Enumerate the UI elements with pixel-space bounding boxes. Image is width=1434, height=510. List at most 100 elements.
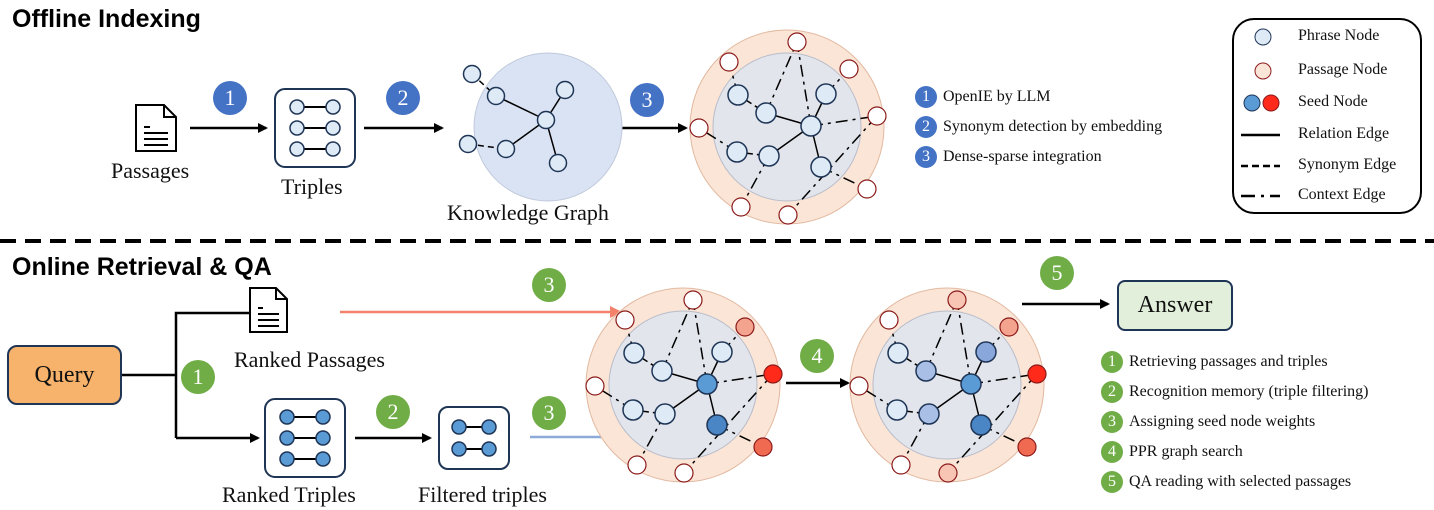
step-number-icon: 5	[1101, 471, 1123, 493]
phrase-node	[960, 373, 982, 395]
phrase-node	[886, 399, 908, 421]
seed-node-red-icon	[1262, 94, 1280, 112]
passage-node	[1017, 437, 1037, 457]
phrase-node	[800, 115, 822, 137]
phrase-node	[887, 342, 909, 364]
passage-node	[763, 364, 783, 384]
triple-node	[279, 451, 295, 467]
phrase-node	[727, 84, 749, 106]
phrase-node	[654, 403, 676, 425]
filtered-triples-icon	[438, 406, 510, 470]
legend-relation-edge: Relation Edge	[1298, 125, 1390, 142]
triple-node	[325, 99, 341, 115]
phrase-node	[462, 64, 482, 84]
step-number-icon: 2	[915, 116, 937, 138]
passage-node	[627, 455, 647, 475]
passage-node	[839, 59, 859, 79]
online-badge-1: 1	[181, 360, 215, 394]
hybrid-graph-seeded	[585, 287, 783, 483]
online-badge-3b: 3	[532, 396, 566, 430]
phrase-node-icon	[1254, 28, 1272, 46]
phrase-node	[915, 360, 937, 382]
step-text: OpenIE by LLM	[943, 88, 1051, 105]
passage-node	[674, 463, 694, 483]
triple-node	[451, 419, 467, 435]
passage-node	[719, 52, 739, 72]
online-badge-5: 5	[1040, 256, 1074, 290]
passage-node-icon	[1254, 62, 1272, 80]
triples-icon	[274, 88, 356, 168]
hybrid-graph-ppr	[849, 287, 1047, 483]
context-edge	[692, 299, 708, 385]
passage-node	[938, 463, 958, 483]
phrase-node	[726, 141, 748, 163]
legend-phrase-node: Phrase Node	[1298, 27, 1380, 44]
step-number-icon: 4	[1101, 441, 1123, 463]
passage-node	[857, 179, 877, 199]
offline-section-title: Offline Indexing	[12, 5, 201, 33]
triple-node	[315, 430, 331, 446]
passage-node	[585, 376, 605, 396]
step-badge-2: 2	[386, 81, 420, 115]
context-edge	[810, 115, 878, 127]
offline-step-2: 2 Synonym detection by embedding	[915, 116, 1162, 138]
legend-synonym-edge: Synonym Edge	[1298, 156, 1397, 173]
triples-label: Triples	[281, 174, 343, 199]
passage-node	[778, 205, 798, 225]
offline-step-1: 1 OpenIE by LLM	[915, 86, 1051, 108]
phrase-node	[548, 153, 568, 173]
online-step-4: 4 PPR graph search	[1101, 441, 1243, 463]
passage-node	[689, 118, 709, 138]
passage-node	[947, 290, 967, 310]
step-text: Synonym detection by embedding	[943, 118, 1163, 135]
knowledge-graph	[458, 52, 623, 202]
triple-node	[481, 441, 497, 457]
passage-node	[735, 317, 755, 337]
step-text: QA reading with selected passages	[1129, 473, 1352, 490]
triple-node	[289, 99, 305, 115]
triple-node	[279, 430, 295, 446]
step-text: Dense-sparse integration	[943, 148, 1102, 165]
passage-node	[891, 455, 911, 475]
passage-node	[999, 317, 1019, 337]
step-text: PPR graph search	[1129, 443, 1243, 460]
passage-node	[849, 376, 869, 396]
knowledge-graph-label: Knowledge Graph	[447, 200, 609, 225]
phrase-node	[623, 342, 645, 364]
query-box[interactable]: Query	[7, 345, 122, 405]
context-edge	[956, 299, 972, 385]
step-text: Recognition memory (triple filtering)	[1129, 383, 1369, 400]
context-edge	[787, 115, 878, 216]
step-badge-3: 3	[630, 83, 664, 117]
ranked-triples-icon	[264, 398, 346, 478]
passage-node	[753, 437, 773, 457]
legend-seed-node: Seed Node	[1298, 93, 1368, 110]
phrase-node	[555, 80, 575, 100]
step-number-icon: 1	[1101, 351, 1123, 373]
online-step-5: 5 QA reading with selected passages	[1101, 471, 1351, 493]
phrase-node	[486, 86, 506, 106]
passage-node	[731, 197, 751, 217]
legend	[1232, 18, 1422, 214]
hybrid-graph-offline	[689, 29, 887, 225]
step-number-icon: 1	[915, 86, 937, 108]
phrase-node	[496, 139, 516, 159]
passage-node	[879, 310, 899, 330]
answer-box[interactable]: Answer	[1117, 280, 1233, 331]
passage-node	[1027, 364, 1047, 384]
passage-node	[867, 106, 887, 126]
phrase-core	[712, 52, 862, 202]
phrase-core	[872, 310, 1022, 460]
context-edge	[947, 373, 1038, 474]
step-number-icon: 2	[1101, 381, 1123, 403]
triple-node	[315, 451, 331, 467]
phrase-node	[918, 403, 940, 425]
passage-node	[615, 310, 635, 330]
triple-node	[289, 141, 305, 157]
phrase-node	[810, 156, 832, 178]
triple-node	[289, 120, 305, 136]
phrase-node	[711, 341, 733, 363]
